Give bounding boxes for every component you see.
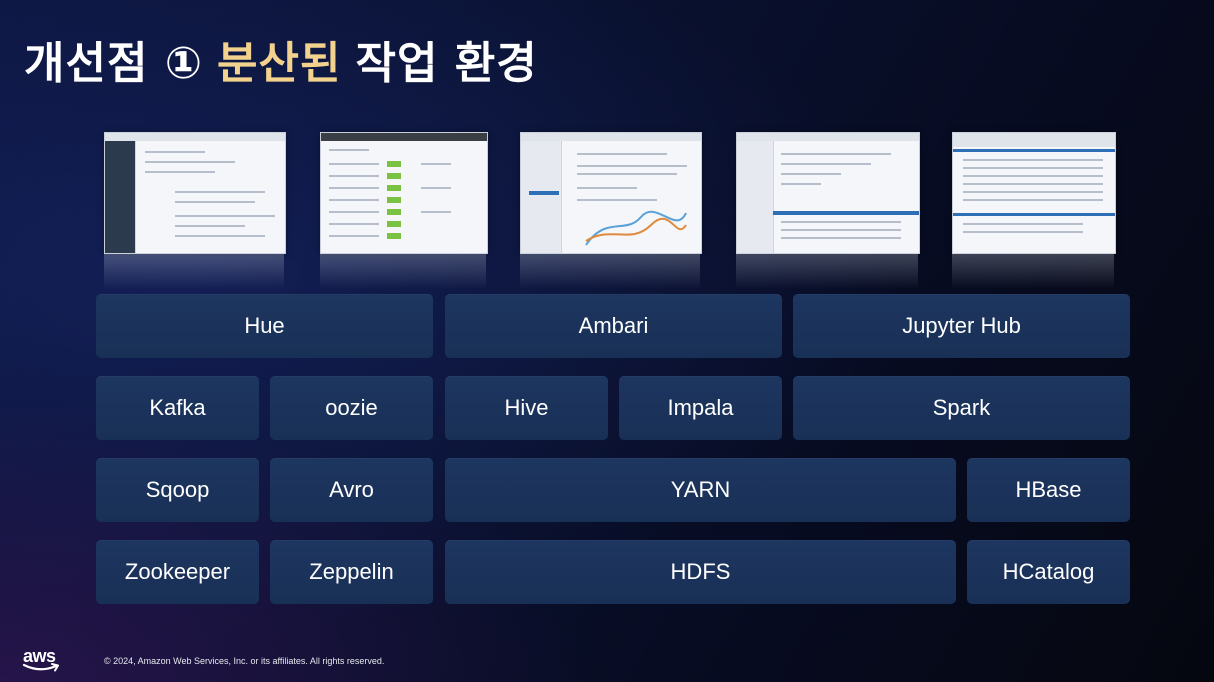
sqoop-label: Sqoop: [145, 477, 210, 502]
title-accent: 분산된: [217, 38, 342, 89]
oozie-label: oozie: [325, 395, 378, 420]
jupyter-hub-label: Jupyter Hub: [902, 313, 1021, 338]
sqoop-tile: Sqoop: [96, 458, 259, 522]
title-part1: 개선점 ①: [24, 38, 204, 89]
avro-tile: Avro: [270, 458, 433, 522]
hue-label: Hue: [244, 313, 285, 338]
aws-smile-icon: [22, 663, 59, 672]
hbase-label: HBase: [1015, 477, 1082, 502]
console-screenshot: [736, 132, 920, 254]
hcatalog-label: HCatalog: [1002, 559, 1095, 584]
cluster-manager-screenshot: [952, 132, 1116, 254]
copyright-notice: © 2024, Amazon Web Services, Inc. or its…: [104, 656, 385, 666]
title-part2: 작업 환경: [355, 38, 538, 89]
hive-label: Hive: [504, 395, 549, 420]
zeppelin-tile: Zeppelin: [270, 540, 433, 604]
zeppelin-label: Zeppelin: [309, 559, 394, 584]
jupyter-screenshot: [520, 132, 702, 254]
screenshot-strip: [0, 0, 1214, 300]
hive-tile: Hive: [445, 376, 608, 440]
ambari-label: Ambari: [578, 313, 649, 338]
yarn-tile: YARN: [445, 458, 956, 522]
spark-tile: Spark: [793, 376, 1130, 440]
hcatalog-tile: HCatalog: [967, 540, 1130, 604]
oozie-tile: oozie: [270, 376, 433, 440]
impala-label: Impala: [667, 395, 734, 420]
kafka-label: Kafka: [149, 395, 206, 420]
jupyter-hub-tile: Jupyter Hub: [793, 294, 1130, 358]
hue-tile: Hue: [96, 294, 433, 358]
hdfs-tile: HDFS: [445, 540, 956, 604]
avro-label: Avro: [329, 477, 374, 502]
zookeeper-label: Zookeeper: [124, 559, 231, 584]
aws-logo: aws: [22, 646, 62, 676]
hbase-tile: HBase: [967, 458, 1130, 522]
ambari-tile: Ambari: [445, 294, 782, 358]
kafka-tile: Kafka: [96, 376, 259, 440]
spark-label: Spark: [932, 395, 991, 420]
aws-logo-text: aws: [23, 646, 56, 666]
hdfs-label: HDFS: [670, 559, 731, 584]
impala-tile: Impala: [619, 376, 782, 440]
ambari-screenshot: [320, 132, 488, 254]
slide-title: 개선점 ① 분산된 작업 환경: [24, 26, 538, 92]
yarn-label: YARN: [670, 477, 731, 502]
hue-screenshot: [104, 132, 286, 254]
zookeeper-tile: Zookeeper: [96, 540, 259, 604]
